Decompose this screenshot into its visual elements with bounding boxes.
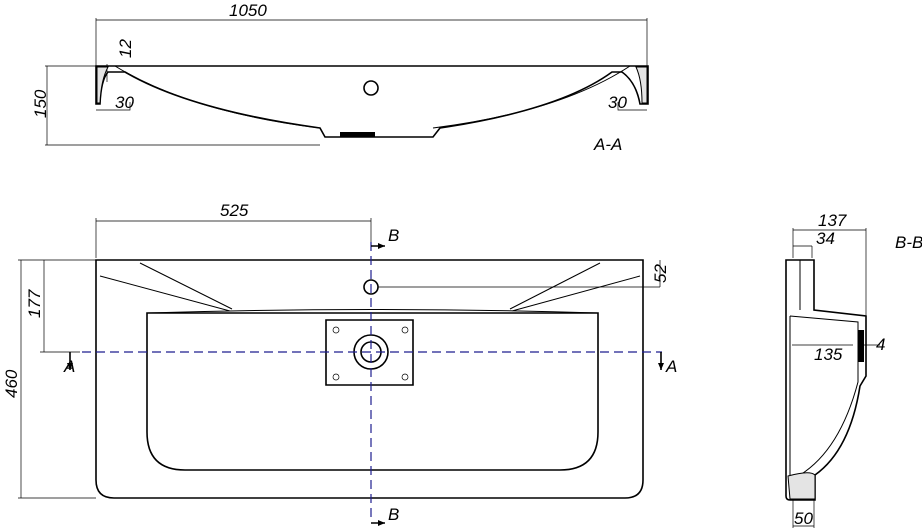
dim-left-edge: 30 xyxy=(115,93,134,112)
dim-wall: 4 xyxy=(876,335,885,354)
dim-right-edge: 30 xyxy=(608,93,627,112)
plan-view: 525 52 177 460 A A B B xyxy=(2,201,677,526)
dim-base: 50 xyxy=(794,509,813,528)
dim-inner: 135 xyxy=(814,345,843,364)
cut-a-left: A xyxy=(63,357,75,376)
section-aa-label: A-A xyxy=(593,135,622,154)
section-bb-label: B-B xyxy=(895,233,922,252)
cut-b-bottom: B xyxy=(388,505,399,524)
cut-a-right: A xyxy=(665,357,677,376)
cut-b-top: B xyxy=(388,226,399,245)
dim-rim: 12 xyxy=(116,39,135,58)
section-bb-view: 137 34 B-B 135 4 50 xyxy=(785,211,922,528)
dim-axis-depth: 177 xyxy=(25,289,44,318)
dim-depth: 460 xyxy=(2,369,21,398)
dim-overall: 137 xyxy=(818,211,847,230)
dim-width: 1050 xyxy=(229,1,267,20)
dim-height: 150 xyxy=(31,89,50,118)
dim-rim: 34 xyxy=(816,229,835,248)
section-aa-view: 1050 150 12 30 30 A-A xyxy=(31,1,649,154)
dim-half-width: 525 xyxy=(220,201,249,220)
dim-tap-offset: 52 xyxy=(651,264,670,283)
